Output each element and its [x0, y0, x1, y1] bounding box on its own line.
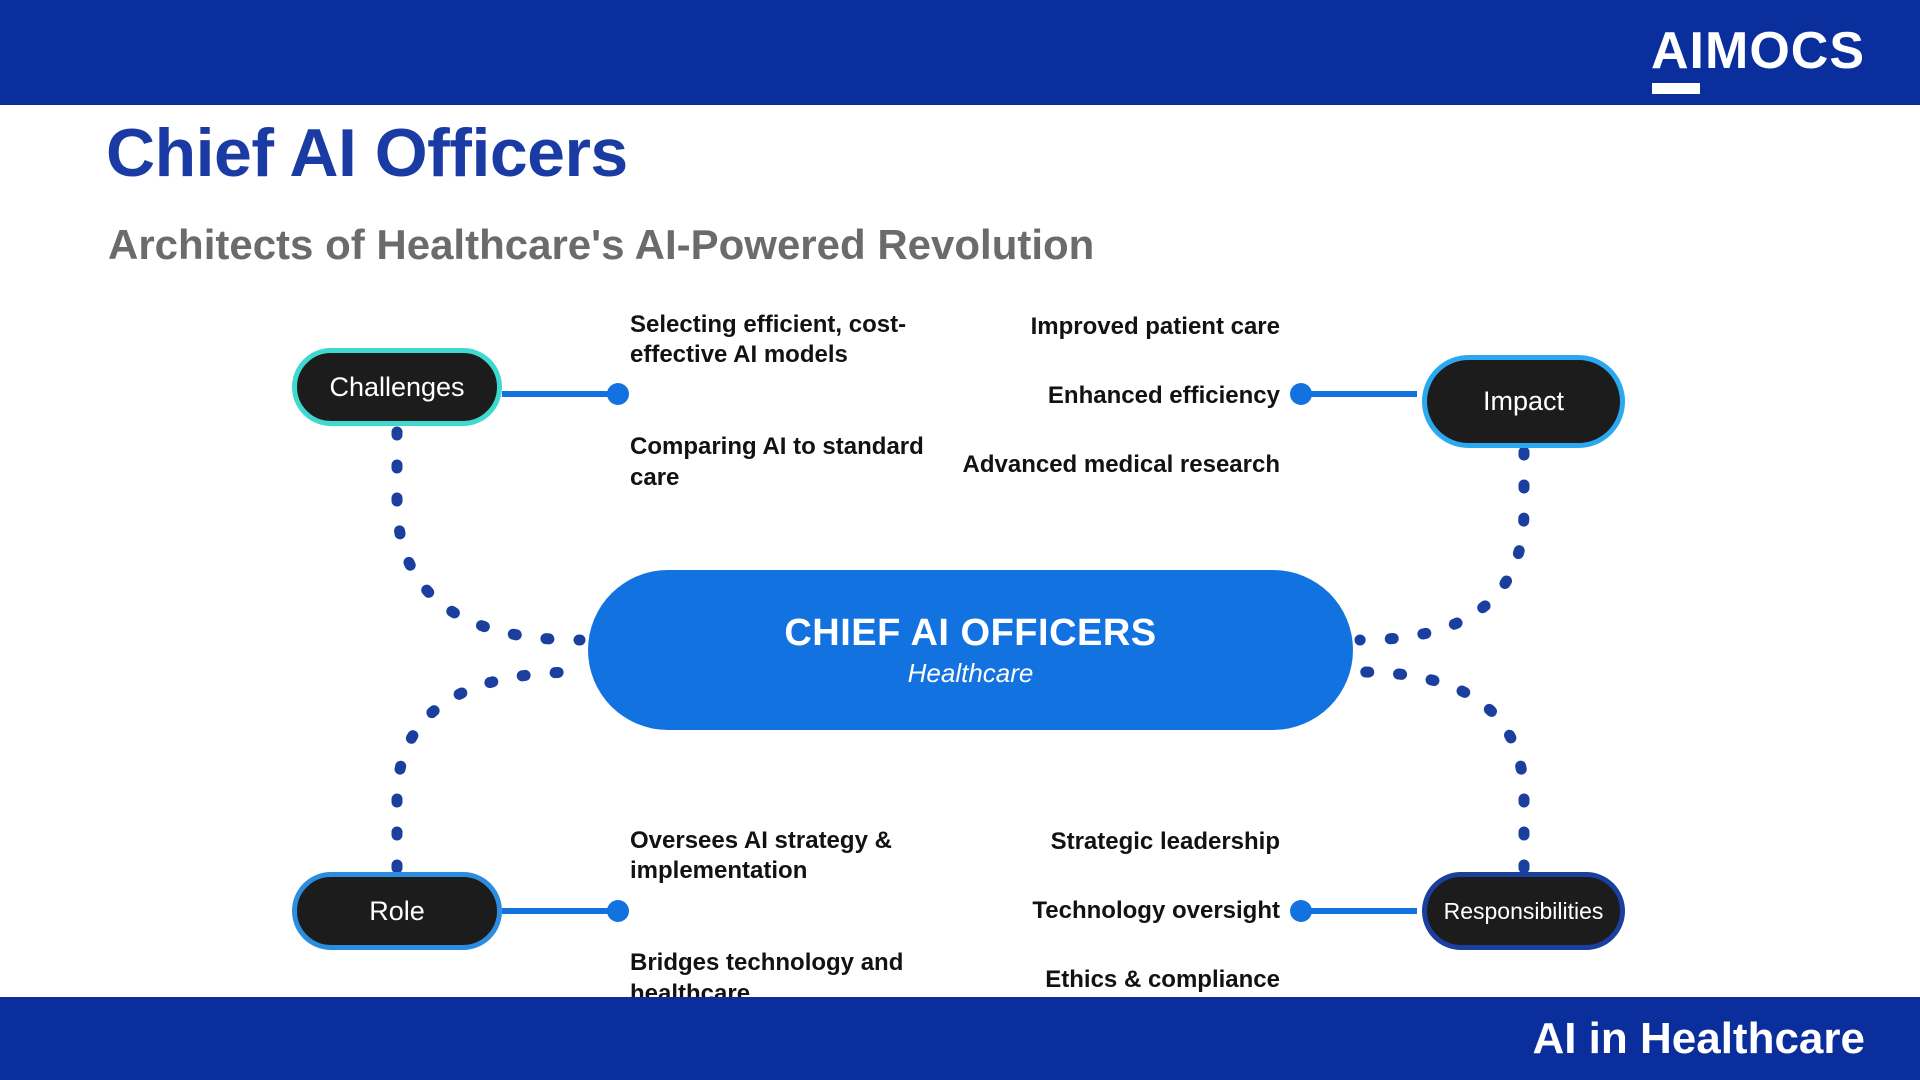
page-subtitle: Architects of Healthcare's AI-Powered Re… [108, 221, 1095, 268]
branch-node-impact[interactable]: Impact [1422, 355, 1625, 448]
bullet-group-challenges: Selecting efficient, cost-effective AI m… [630, 310, 930, 493]
stem-dot-impact [1290, 383, 1312, 405]
stem-dot-challenges [607, 383, 629, 405]
bullet-item: Technology oversight [1032, 897, 1280, 925]
brand-underline-icon [1652, 82, 1700, 94]
brand-logo-text: AIMOCS [1651, 21, 1865, 80]
dashed-connector-role [391, 666, 586, 874]
footer-label: AI in Healthcare [1532, 1013, 1865, 1063]
branch-node-label: Impact [1482, 386, 1565, 416]
bullet-item: Oversees AI strategy & implementation [630, 827, 892, 885]
branch-node-responsibilities[interactable]: Responsibilities [1422, 872, 1625, 950]
stem-dot-responsibilities [1290, 900, 1312, 922]
branch-node-label: Role [369, 895, 425, 926]
brand-logo: AIMOCS [1651, 21, 1865, 94]
stem-dot-role [607, 900, 629, 922]
bullet-item: Selecting efficient, cost-effective AI m… [630, 311, 907, 369]
dashed-connector-impact [1354, 446, 1530, 646]
central-node-subtitle: Healthcare [907, 658, 1034, 688]
bullet-item: Advanced medical research [962, 451, 1281, 479]
dashed-connector-responsibilities [1354, 666, 1530, 874]
page-title: Chief AI Officers [106, 115, 628, 191]
bullet-item: Bridges technology and healthcare [630, 949, 904, 1007]
bullet-item: Comparing AI to standard care [630, 433, 924, 491]
header-bar: AIMOCS [0, 0, 1920, 105]
central-node-title: CHIEF AI OFFICERS [784, 612, 1157, 654]
bullet-group-impact: Improved patient care Enhanced efficienc… [930, 312, 1281, 481]
bullet-item: Improved patient care [1030, 313, 1280, 340]
branch-node-label: Challenges [329, 371, 465, 402]
footer-bar: AI in Healthcare [0, 997, 1920, 1080]
branch-node-challenges[interactable]: Challenges [292, 348, 502, 426]
bullet-group-responsibilities: Strategic leadership Technology oversigh… [930, 827, 1280, 996]
central-node[interactable]: CHIEF AI OFFICERS Healthcare [588, 570, 1353, 730]
bullet-item: Strategic leadership [1050, 828, 1280, 855]
branch-node-role[interactable]: Role [292, 872, 502, 950]
branch-node-label: Responsibilities [1443, 897, 1604, 924]
bullet-item: Enhanced efficiency [1047, 382, 1280, 410]
bullet-item: Ethics & compliance [1045, 966, 1280, 994]
bullet-group-role: Oversees AI strategy & implementation Br… [630, 826, 920, 1009]
dashed-connector-challenges [391, 426, 586, 646]
